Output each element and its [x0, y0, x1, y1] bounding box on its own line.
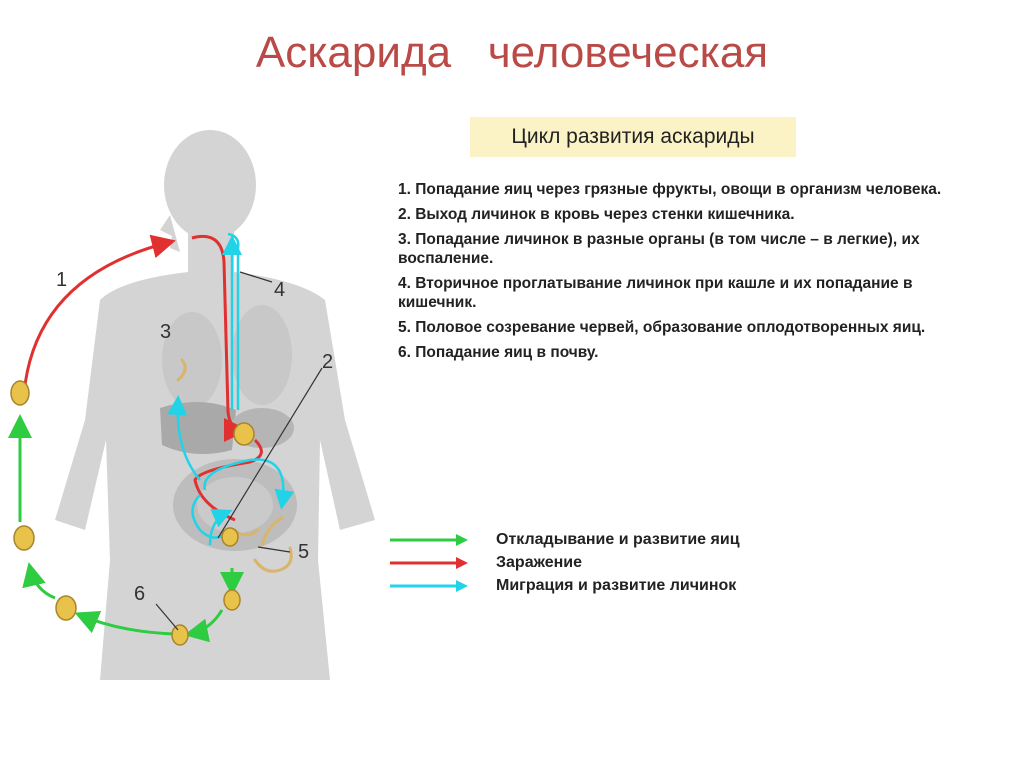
steps-list: 1. Попадание яиц через грязные фрукты, о… [398, 180, 958, 368]
legend-label-infection: Заражение [496, 553, 583, 571]
egg-development-paths [7, 414, 244, 643]
marker-3: 3 [160, 321, 171, 343]
slide-title: Аскарида человеческая [255, 28, 769, 77]
step-markers: 1 2 3 4 5 6 [56, 269, 333, 605]
step-3: 3. Попадание личинок в разные органы (в … [398, 231, 920, 267]
marker-4: 4 [274, 279, 285, 301]
infection-arc [23, 234, 176, 386]
step-2: 2. Выход личинок в кровь через стенки ки… [398, 206, 795, 223]
eggs [10, 380, 255, 646]
worms [176, 358, 293, 573]
marker-6: 6 [134, 583, 145, 605]
cycle-heading: Цикл развития аскариды [470, 117, 796, 157]
legend-label-eggs: Откладывание и развитие яиц [496, 530, 740, 548]
legend-item-eggs: Откладывание и развитие яиц [390, 528, 850, 551]
infection-path-intestine [193, 438, 263, 522]
legend-item-infection: Заражение [390, 551, 850, 574]
leader-lines [155, 271, 323, 631]
marker-2: 2 [322, 351, 333, 373]
red-arrow-icon [390, 556, 468, 569]
legend-label-migration: Миграция и развитие личинок [496, 576, 737, 594]
step-4: 4. Вторичное проглатывание личинок при к… [398, 275, 913, 311]
step-5: 5. Половое созревание червей, образовани… [398, 319, 926, 336]
green-arrow-icon [390, 533, 468, 546]
legend-item-migration: Миграция и развитие личинок [390, 574, 850, 597]
legend: Откладывание и развитие яиц Заражение Ми… [390, 528, 850, 597]
cyan-arrow-icon [390, 579, 468, 592]
step-6: 6. Попадание яиц в почву. [398, 344, 599, 361]
migration-paths [167, 232, 295, 546]
marker-1: 1 [56, 269, 67, 291]
step-1: 1. Попадание яиц через грязные фрукты, о… [398, 181, 942, 198]
marker-5: 5 [298, 541, 309, 563]
